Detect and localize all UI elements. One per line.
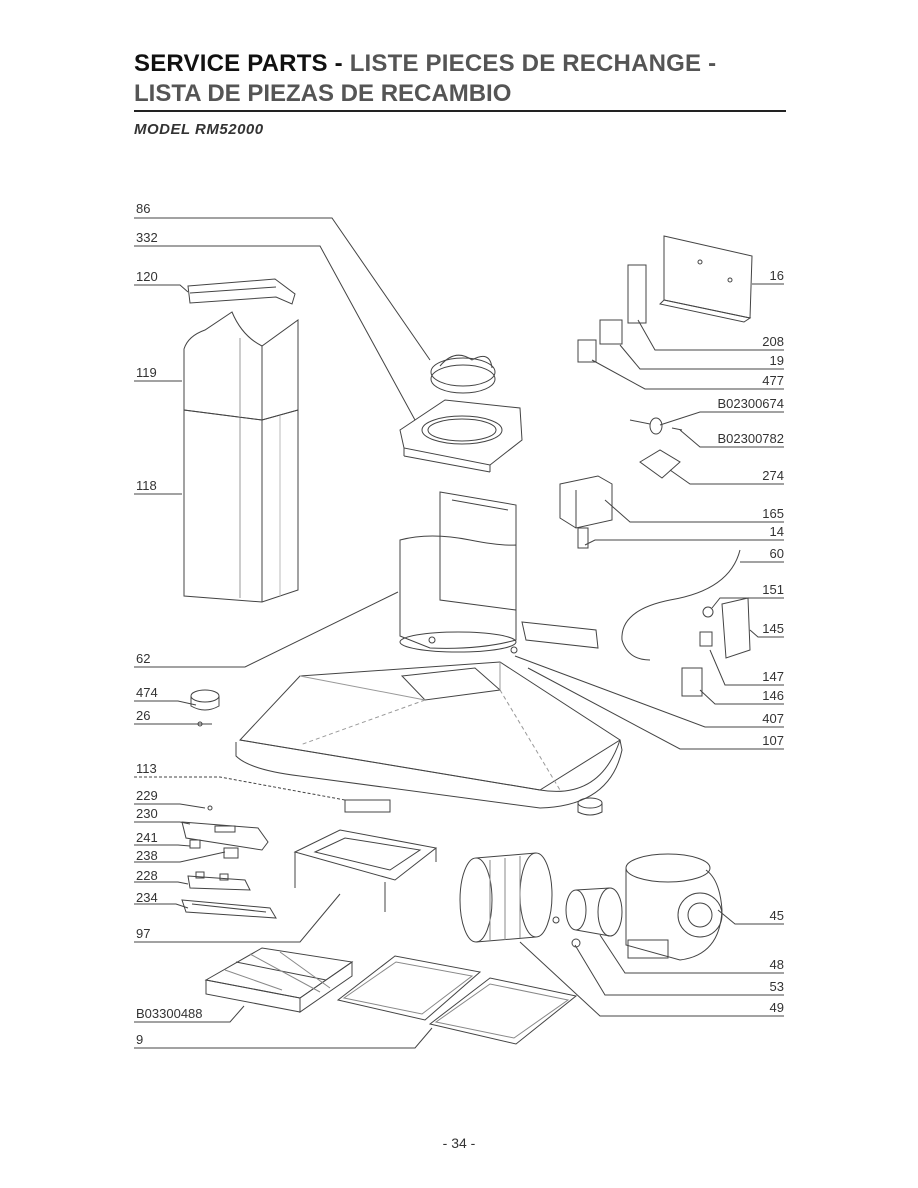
part-9-grease-filters (336, 955, 578, 1045)
label-230: 230 (136, 806, 158, 821)
part-86-damper (430, 354, 496, 394)
part-19-clip (599, 319, 623, 345)
part-229-led (207, 805, 213, 811)
part-147-spring (699, 631, 713, 647)
part-274-switch (639, 449, 681, 479)
label-26: 26 (136, 708, 150, 723)
label-9: 9 (136, 1032, 143, 1047)
part-113-label (344, 799, 391, 813)
label-474: 474 (136, 685, 158, 700)
label-62: 62 (136, 651, 150, 666)
hood-canopy (235, 661, 623, 809)
part-119-upper-chimney (183, 311, 299, 421)
leader-lines-left (134, 217, 433, 1049)
part-474-knob-right (577, 797, 603, 816)
page-title: SERVICE PARTS - LISTE PIECES DE RECHANGE… (134, 50, 716, 78)
label-145: 145 (762, 621, 784, 636)
part-228-circuit-board (187, 871, 251, 891)
part-B03300488-charcoal-filter (204, 947, 354, 1013)
label-146: 146 (762, 688, 784, 703)
label-274: 274 (762, 468, 784, 483)
part-49-blower-wheel (459, 852, 553, 943)
part-407-bracket (521, 621, 599, 649)
label-49: 49 (770, 1000, 784, 1015)
title-english: SERVICE PARTS - (134, 50, 350, 77)
page-number: - 34 - (442, 1135, 476, 1151)
part-145-cord-clamp (721, 597, 751, 659)
part-B02300782-screw (671, 427, 683, 431)
part-26-screw (197, 721, 212, 727)
label-120: 120 (136, 269, 158, 284)
part-165-bracket (559, 475, 613, 529)
title-french: LISTE PIECES DE RECHANGE - (349, 50, 717, 77)
label-45: 45 (770, 908, 784, 923)
label-229: 229 (136, 788, 158, 803)
label-118: 118 (136, 478, 157, 493)
part-107-screw (510, 646, 518, 654)
part-332-adapter-plate (399, 399, 523, 473)
label-477: 477 (762, 373, 784, 388)
label-147: 147 (762, 669, 784, 684)
part-151-spring (702, 606, 714, 618)
part-53-washer-2 (552, 916, 560, 924)
label-234: 234 (136, 890, 158, 905)
part-234-bracket (181, 899, 277, 919)
label-407: 407 (762, 711, 784, 726)
part-230-control-panel (181, 821, 269, 851)
leader-lines-right (514, 283, 784, 1017)
label-48: 48 (770, 957, 784, 972)
label-B02300782: B02300782 (717, 431, 784, 446)
part-208-bracket (627, 264, 647, 324)
label-151: 151 (762, 582, 784, 597)
part-474-knob (190, 689, 220, 711)
label-86: 86 (136, 201, 150, 216)
part-45-blower-housing (625, 853, 723, 961)
part-60-power-cord (621, 549, 741, 661)
label-19: 19 (770, 353, 784, 368)
title-rule (134, 110, 786, 112)
part-14-capacitor (577, 527, 589, 549)
model-label: MODEL RM52000 (134, 121, 264, 138)
label-B02300674: B02300674 (717, 396, 784, 411)
label-241: 241 (136, 830, 158, 845)
label-14: 14 (770, 524, 784, 539)
label-53: 53 (770, 979, 784, 994)
label-B03300488: B03300488 (136, 1006, 203, 1021)
label-208: 208 (762, 334, 784, 349)
part-62-support-frame (399, 491, 517, 653)
label-60: 60 (770, 546, 784, 561)
part-146-cover (681, 667, 703, 697)
part-97-filter-frame (293, 829, 438, 912)
label-119: 119 (136, 365, 157, 380)
part-241-switch (189, 839, 201, 849)
part-118-lower-chimney (183, 409, 299, 603)
label-332: 332 (136, 230, 158, 245)
part-477-clip (577, 339, 597, 363)
title-spanish: LISTA DE PIEZAS DE RECAMBIO (134, 80, 512, 107)
label-238: 238 (136, 848, 158, 863)
part-B02300674-lamp-holder (629, 417, 663, 435)
label-97: 97 (136, 926, 150, 941)
part-53-washer (571, 938, 581, 948)
part-120-bracket (187, 278, 296, 305)
label-165: 165 (762, 506, 784, 521)
label-107: 107 (762, 733, 784, 748)
label-16: 16 (770, 268, 784, 283)
label-113: 113 (136, 761, 157, 776)
part-48-motor (565, 887, 623, 937)
label-228: 228 (136, 868, 158, 883)
part-238-button (223, 847, 239, 859)
part-16-mounting-plate (658, 235, 753, 323)
